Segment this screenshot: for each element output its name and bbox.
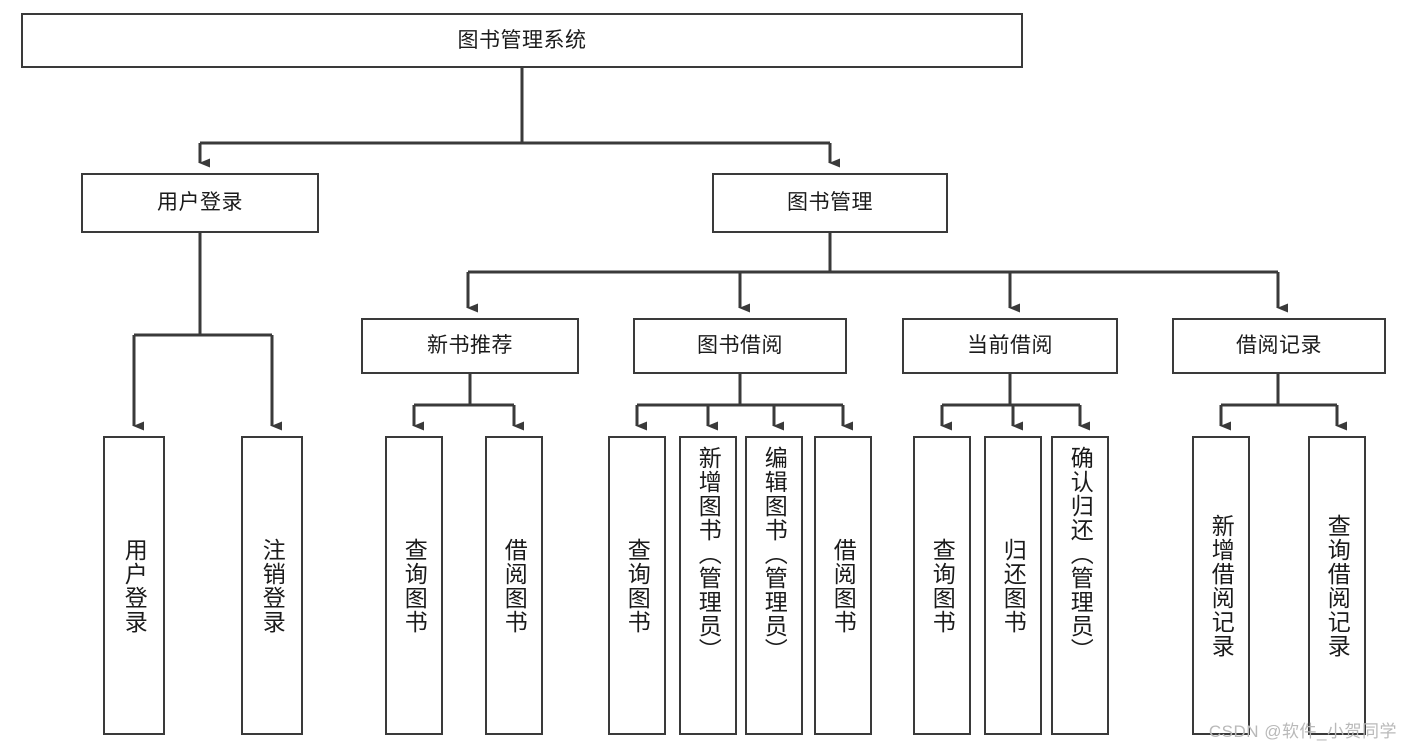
leaf-label: 归还图书 (1000, 537, 1027, 634)
leaf-user-login[interactable]: 用户登录 (103, 436, 165, 735)
leaf-confirm-return-admin[interactable]: 确认归还（管理员） (1051, 436, 1109, 735)
node-book-borrow[interactable]: 图书借阅 (633, 318, 847, 374)
leaf-label: 查询图书 (401, 537, 428, 634)
leaf-label: 新增借阅记录 (1208, 513, 1235, 658)
csdn-watermark: CSDN @软件_小贺同学 (1208, 722, 1397, 741)
node-borrow-record-label: 借阅记录 (1236, 334, 1322, 358)
leaf-label: 注销登录 (259, 537, 286, 634)
leaf-label: 编辑图书（管理员） (761, 446, 788, 662)
node-root-label: 图书管理系统 (457, 28, 587, 52)
leaf-query-book-recommend[interactable]: 查询图书 (385, 436, 443, 735)
leaf-label: 用户登录 (121, 537, 148, 634)
node-user-login[interactable]: 用户登录 (81, 173, 319, 233)
node-root[interactable]: 图书管理系统 (21, 13, 1023, 68)
node-book-borrow-label: 图书借阅 (697, 334, 783, 358)
leaf-label: 借阅图书 (830, 537, 857, 634)
node-book-management-label: 图书管理 (787, 191, 873, 215)
node-book-management[interactable]: 图书管理 (712, 173, 948, 233)
leaf-label: 查询图书 (929, 537, 956, 634)
node-current-borrow[interactable]: 当前借阅 (902, 318, 1118, 374)
node-new-book-recommend-label: 新书推荐 (427, 334, 513, 358)
leaf-borrow-book[interactable]: 借阅图书 (814, 436, 872, 735)
leaf-edit-book-admin[interactable]: 编辑图书（管理员） (745, 436, 803, 735)
leaf-query-borrow-record[interactable]: 查询借阅记录 (1308, 436, 1366, 735)
leaf-label: 查询图书 (624, 537, 651, 634)
leaf-return-book[interactable]: 归还图书 (984, 436, 1042, 735)
node-borrow-record[interactable]: 借阅记录 (1172, 318, 1386, 374)
leaf-add-borrow-record[interactable]: 新增借阅记录 (1192, 436, 1250, 735)
leaf-add-book-admin[interactable]: 新增图书（管理员） (679, 436, 737, 735)
node-user-login-label: 用户登录 (157, 191, 243, 215)
leaf-query-book-current[interactable]: 查询图书 (913, 436, 971, 735)
leaf-label: 新增图书（管理员） (695, 446, 722, 662)
leaf-borrow-book-recommend[interactable]: 借阅图书 (485, 436, 543, 735)
node-current-borrow-label: 当前借阅 (967, 334, 1053, 358)
leaf-label: 借阅图书 (501, 537, 528, 634)
leaf-label: 查询借阅记录 (1324, 513, 1351, 658)
leaf-logout[interactable]: 注销登录 (241, 436, 303, 735)
node-new-book-recommend[interactable]: 新书推荐 (361, 318, 579, 374)
leaf-label: 确认归还（管理员） (1067, 446, 1094, 662)
leaf-query-book-borrow[interactable]: 查询图书 (608, 436, 666, 735)
